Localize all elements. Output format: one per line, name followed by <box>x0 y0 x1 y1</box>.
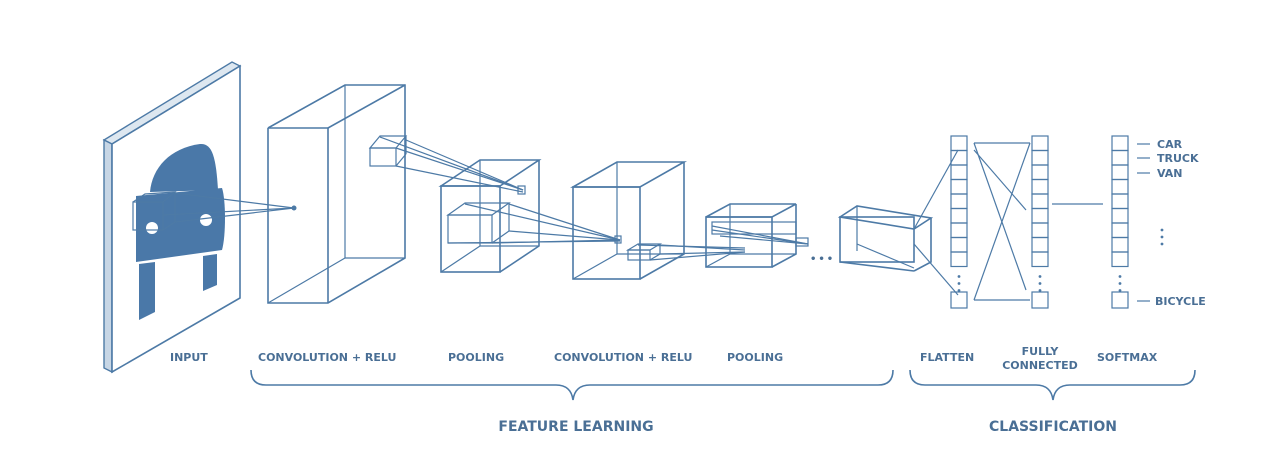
softmax-ellipsis-dot <box>1118 282 1122 285</box>
label-pool1: POOLING <box>448 351 504 364</box>
pool2-filter <box>711 221 809 247</box>
label-softmax: SOFTMAX <box>1097 351 1158 364</box>
conv1-volume <box>267 84 408 304</box>
flatten-neuron <box>950 222 968 239</box>
projection-conv1-to-pool1 <box>379 136 526 195</box>
softmax-last-neuron <box>1111 291 1129 309</box>
softmax-neuron <box>1111 236 1129 253</box>
flatten-ellipsis-dot <box>957 282 961 285</box>
pool1-volume <box>438 159 542 273</box>
flatten-neuron <box>950 178 968 195</box>
projection-input-to-conv1 <box>162 192 297 223</box>
output-ticks <box>1137 143 1164 302</box>
softmax-neuron <box>1111 222 1129 239</box>
fc-neuron <box>1031 236 1049 253</box>
flatten-ellipsis-dot <box>957 275 961 278</box>
fc-neuron <box>1031 222 1049 239</box>
output-label-van: VAN <box>1157 167 1183 180</box>
input-receptive-field <box>132 191 177 231</box>
fc-ellipsis-dot <box>1038 275 1042 278</box>
label-flatten: FLATTEN <box>920 351 974 364</box>
input-image <box>102 61 242 374</box>
fc-last-neuron <box>1031 291 1049 309</box>
softmax-ellipsis-dot <box>1118 289 1122 292</box>
label-conv2: CONVOLUTION + RELU <box>554 351 692 364</box>
flatten-neuron <box>950 207 968 224</box>
projection-pool1-to-conv2 <box>447 203 622 244</box>
car-icon <box>136 143 225 320</box>
ellipsis-dots: ••• <box>810 254 835 265</box>
conv2-volume <box>569 161 688 280</box>
fc-neuron <box>1031 193 1049 210</box>
flatten-last-neuron <box>950 291 968 309</box>
softmax-layer <box>1111 135 1129 309</box>
softmax-ellipsis-dot <box>1118 275 1122 278</box>
fc-neuron <box>1031 135 1049 152</box>
flatten-neuron <box>950 164 968 181</box>
fc-neuron <box>1031 207 1049 224</box>
output-label-car: CAR <box>1157 138 1183 151</box>
final-feature-map <box>837 205 934 272</box>
softmax-neuron <box>1111 149 1129 166</box>
fc-neuron <box>1031 149 1049 166</box>
group-label-feature-learning: FEATURE LEARNING <box>498 419 653 435</box>
flatten-neuron <box>950 135 968 152</box>
flatten-neuron <box>950 193 968 210</box>
label-conv1: CONVOLUTION + RELU <box>258 351 396 364</box>
flatten-layer <box>950 135 968 309</box>
softmax-neuron <box>1111 164 1129 181</box>
softmax-neuron <box>1111 207 1129 224</box>
pool2-volume <box>705 203 809 268</box>
projection-conv2-to-pool2 <box>637 244 746 261</box>
fc-layer <box>1031 135 1049 309</box>
flatten-neuron <box>950 236 968 253</box>
group-label-classification: CLASSIFICATION <box>989 419 1117 435</box>
output-label-truck: TRUCK <box>1157 152 1199 165</box>
softmax-neuron <box>1111 178 1129 195</box>
label-fc-line2: CONNECTED <box>1002 359 1078 372</box>
softmax-neuron <box>1111 135 1129 152</box>
label-input: INPUT <box>170 351 208 364</box>
label-pool2: POOLING <box>727 351 783 364</box>
connections-flatten <box>913 142 1103 301</box>
conv2-filter <box>625 243 663 261</box>
fc-neuron <box>1031 178 1049 195</box>
output-label-bicycle: BICYCLE <box>1155 295 1206 308</box>
fc-neuron <box>1031 164 1049 181</box>
flatten-ellipsis-dot <box>957 289 961 292</box>
label-fc-line1: FULLY <box>1022 345 1060 358</box>
softmax-neuron <box>1111 193 1129 210</box>
fc-neuron <box>1031 251 1049 268</box>
fc-ellipsis-dot <box>1038 282 1042 285</box>
softmax-neuron <box>1111 251 1129 268</box>
fc-ellipsis-dot <box>1038 289 1042 292</box>
brace-feature-learning <box>250 369 894 401</box>
brace-classification <box>909 369 1196 401</box>
flatten-neuron <box>950 251 968 268</box>
